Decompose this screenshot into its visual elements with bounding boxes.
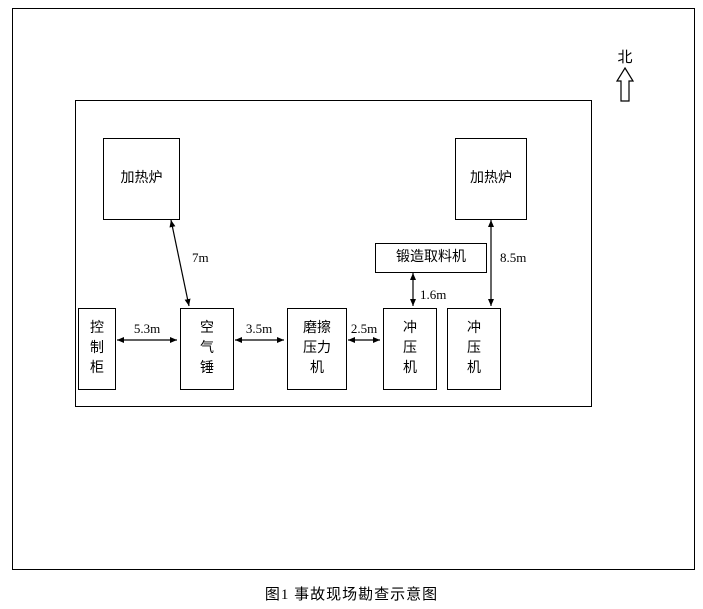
forging-picker-label: 锻造取料机	[396, 249, 466, 265]
punch-press-2-box: 冲压机	[447, 308, 501, 390]
control-cabinet-box: 控制柜	[78, 308, 116, 390]
forging-picker-box: 锻造取料机	[375, 243, 487, 273]
air-hammer-box: 空气锤	[180, 308, 234, 390]
punch-press-2-label: 冲压机	[466, 320, 481, 377]
north-label: 北	[617, 50, 633, 66]
furnace-right-box: 加热炉	[455, 138, 527, 220]
workshop-boundary	[75, 100, 592, 407]
furnace-right-label: 加热炉	[470, 170, 512, 186]
friction-press-box: 磨擦压力机	[287, 308, 347, 390]
control-cabinet-label: 控制柜	[89, 320, 104, 377]
outer-border	[12, 8, 695, 570]
punch-press-1-box: 冲压机	[383, 308, 437, 390]
punch-press-1-label: 冲压机	[402, 320, 417, 377]
friction-press-label: 磨擦压力机	[303, 320, 331, 377]
air-hammer-label: 空气锤	[199, 320, 214, 377]
furnace-left-box: 加热炉	[103, 138, 180, 220]
furnace-left-label: 加热炉	[120, 170, 163, 186]
figure-caption: 图1 事故现场勘查示意图	[264, 587, 439, 603]
